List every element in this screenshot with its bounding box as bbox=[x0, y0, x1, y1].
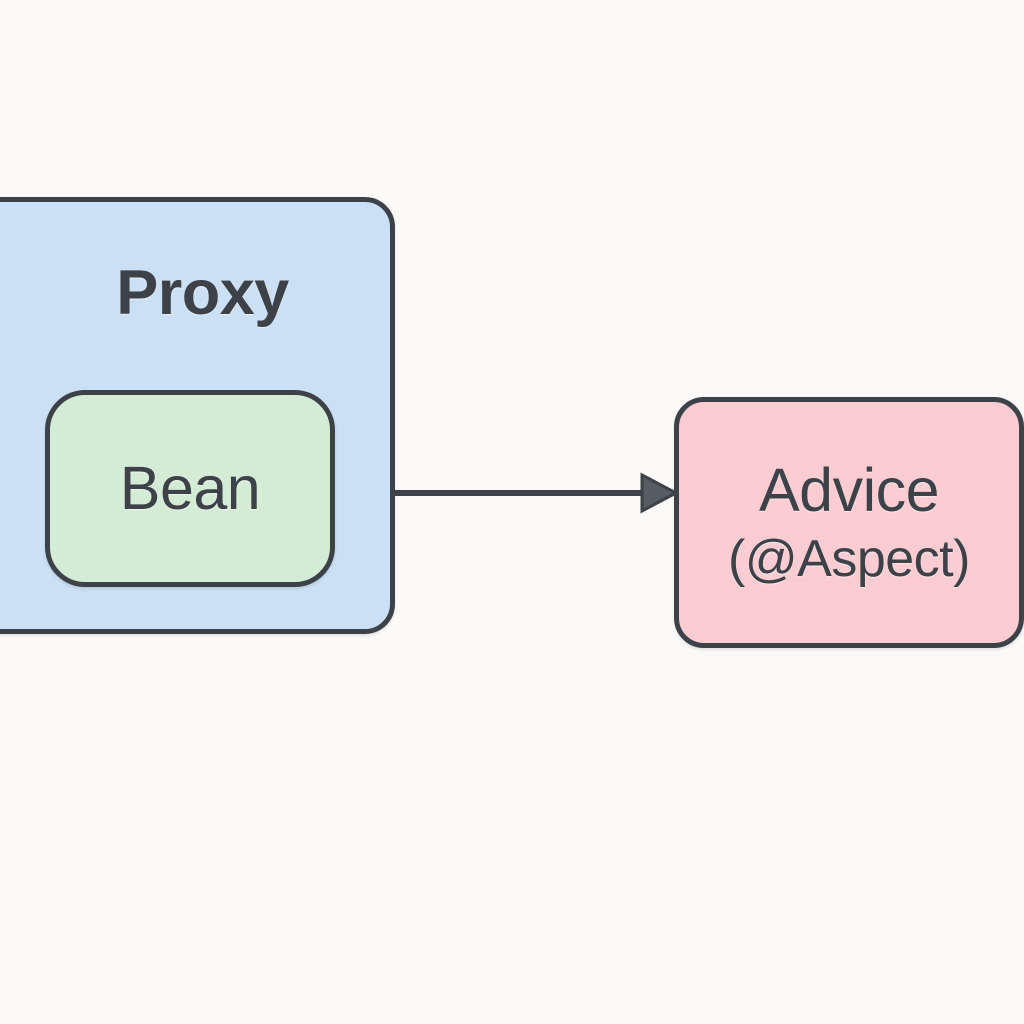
node-bean[interactable]: Bean bbox=[45, 390, 335, 587]
node-bean-label: Bean bbox=[119, 454, 261, 522]
arrowhead-icon bbox=[640, 472, 680, 514]
node-proxy[interactable]: Proxy Bean bbox=[0, 197, 395, 634]
node-advice-sublabel: (@Aspect) bbox=[728, 530, 970, 589]
node-proxy-label: Proxy bbox=[116, 258, 289, 328]
node-advice[interactable]: Advice (@Aspect) bbox=[674, 397, 1024, 648]
node-advice-label: Advice bbox=[758, 456, 940, 525]
edge-proxy-to-advice bbox=[390, 472, 680, 514]
